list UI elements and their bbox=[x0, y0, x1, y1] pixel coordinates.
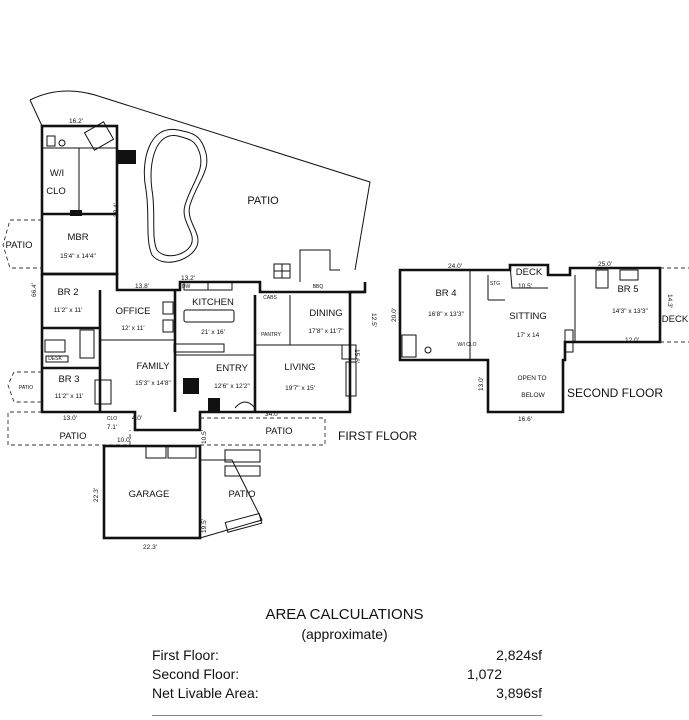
area-row-label: First Floor: bbox=[152, 647, 219, 663]
room-dining-dim: 17'8" x 11'7" bbox=[308, 328, 344, 335]
patio-bottom-outline bbox=[7, 411, 326, 446]
cabs-label: CABS bbox=[263, 295, 277, 301]
first-floor-title: FIRST FLOOR bbox=[338, 429, 417, 443]
room-mbr-dim: 15'4" x 14'4" bbox=[60, 253, 96, 260]
room-entry-label: ENTRY bbox=[216, 363, 249, 374]
dim-ten: 10.0' bbox=[117, 437, 131, 444]
patio-garage-label: PATIO bbox=[228, 489, 255, 500]
pantry-label: PANTRY bbox=[261, 332, 281, 338]
room-br5-dim: 14'3" x 13'3" bbox=[612, 308, 648, 315]
patio-br3-label: PATIO bbox=[19, 385, 33, 391]
open-below-line1: OPEN TO bbox=[517, 375, 546, 382]
wi-clo-label: W/I CLO bbox=[457, 342, 476, 348]
dim-sf-open-side: 13.0' bbox=[478, 377, 485, 391]
dim-right: 12.5' bbox=[370, 313, 377, 327]
dim-patio-side: 19.5' bbox=[201, 519, 208, 533]
room-br4-label: BR 4 bbox=[435, 288, 456, 299]
patio-br3-outline bbox=[7, 371, 42, 403]
room-sitting-dim: 17' x 14 bbox=[517, 332, 540, 339]
room-living-dim: 19'7" x 15' bbox=[285, 385, 315, 392]
dim-sf-top-right: 25.0' bbox=[598, 261, 612, 268]
dim-left: 66.4' bbox=[31, 283, 38, 297]
room-garage-label: GARAGE bbox=[129, 489, 170, 500]
dim-entry-side: 10.5' bbox=[201, 430, 208, 444]
dim-bottom: 34.0' bbox=[265, 411, 279, 418]
stg-label: STG bbox=[490, 281, 500, 287]
floor-plan-diagram: FIRST FLOOR W/I CLO MBR 15'4" x 14'4" PA… bbox=[2, 90, 689, 551]
room-br3-dim: 11'2" x 11' bbox=[55, 393, 84, 400]
second-floor-walls bbox=[398, 263, 689, 414]
area-row-label: Net Livable Area: bbox=[152, 685, 259, 701]
room-br5-label: BR 5 bbox=[617, 284, 638, 295]
open-below-line2: BELOW bbox=[521, 392, 545, 399]
desk-label: DESK bbox=[48, 356, 62, 362]
dim-garage-bottom: 22.3' bbox=[143, 544, 157, 551]
area-row-value: 1,072 bbox=[466, 666, 502, 682]
room-sitting-label: SITTING bbox=[509, 311, 546, 322]
room-office-dim: 12' x 11' bbox=[121, 325, 144, 332]
room-office-label: OFFICE bbox=[116, 306, 151, 317]
patio-left-outline bbox=[2, 219, 42, 269]
dim-clo-width: 4.0' bbox=[132, 415, 142, 422]
dim-sf-right: 14.3' bbox=[666, 294, 673, 308]
room-family-dim: 15'3" x 14'8" bbox=[135, 380, 171, 387]
master-wing-walls bbox=[40, 121, 119, 276]
dim-sf-bottom-right: 12.0' bbox=[625, 337, 639, 344]
dim-office-top: 13.8' bbox=[135, 283, 149, 290]
pool-steps bbox=[118, 150, 136, 164]
area-row-value: 2,824sf bbox=[496, 647, 542, 663]
first-floor-walls bbox=[40, 272, 367, 432]
area-row-first-floor: First Floor: 2,824sf bbox=[152, 647, 542, 667]
bbq-label: BBQ bbox=[313, 284, 324, 290]
patio-bottom-left-label: PATIO bbox=[59, 431, 86, 442]
area-row-net-livable: Net Livable Area: 3,896sf bbox=[152, 685, 542, 705]
room-entry-dim: 12'6" x 12'2" bbox=[214, 383, 250, 390]
room-wi-label: W/I bbox=[50, 168, 64, 179]
second-floor-title: SECOND FLOOR bbox=[567, 386, 663, 400]
patio-garage-outline bbox=[199, 449, 263, 539]
dim-kitchen-top: 13.2' bbox=[181, 275, 195, 282]
area-row-second-floor: Second Floor: 1,072 bbox=[152, 666, 542, 686]
area-subtitle: (approximate) bbox=[301, 626, 388, 642]
deck-top-label: DECK bbox=[516, 267, 543, 278]
room-br2-label: BR 2 bbox=[57, 287, 78, 298]
room-mbr-label: MBR bbox=[67, 232, 88, 243]
room-kitchen-dim: 21' x 16' bbox=[201, 329, 225, 336]
dim-sf-deck: 10.5' bbox=[518, 283, 532, 290]
dim-seven: 7.1' bbox=[107, 424, 117, 431]
patio-bottom-mid-label: PATIO bbox=[265, 426, 292, 437]
deck-right-label: DECK bbox=[662, 314, 689, 325]
room-dining-label: DINING bbox=[309, 308, 342, 319]
room-br3-label: BR 3 bbox=[58, 374, 79, 385]
garage-walls bbox=[102, 444, 202, 540]
bottom-rule bbox=[152, 715, 542, 716]
pool bbox=[143, 128, 208, 263]
dim-top: 16.2' bbox=[69, 118, 83, 125]
dim-bottom-left: 13.0' bbox=[63, 415, 77, 422]
bbq-area bbox=[273, 249, 340, 282]
room-clo-label: CLO bbox=[46, 186, 66, 197]
dim-sf-top-left: 24.0' bbox=[448, 263, 462, 270]
room-family-label: FAMILY bbox=[136, 361, 170, 372]
pool-patio-outline bbox=[29, 90, 371, 271]
dim-mbr-side: 38.4' bbox=[113, 203, 120, 217]
area-row-label: Second Floor: bbox=[152, 666, 240, 682]
room-living-label: LIVING bbox=[284, 362, 315, 373]
room-kitchen-label: KITCHEN bbox=[192, 297, 234, 308]
dim-sf-open-bottom: 16.6' bbox=[518, 416, 532, 423]
patio-pool-label: PATIO bbox=[247, 195, 279, 207]
area-calculations: AREA CALCULATIONS (approximate) First Fl… bbox=[0, 606, 689, 720]
clo-bottom-label: CLO bbox=[107, 416, 117, 422]
dim-garage-side: 22.3' bbox=[93, 488, 100, 502]
area-title: AREA CALCULATIONS bbox=[265, 606, 424, 623]
room-br4-dim: 16'8" x 13'3" bbox=[428, 311, 464, 318]
patio-left-label: PATIO bbox=[5, 240, 32, 251]
dw-label: DW bbox=[182, 284, 191, 290]
dim-dining-side: 15.6' bbox=[353, 349, 360, 363]
dim-sf-left: 20.0' bbox=[391, 308, 398, 322]
room-br2-dim: 11'2" x 11' bbox=[54, 307, 83, 314]
area-row-value: 3,896sf bbox=[496, 685, 542, 701]
